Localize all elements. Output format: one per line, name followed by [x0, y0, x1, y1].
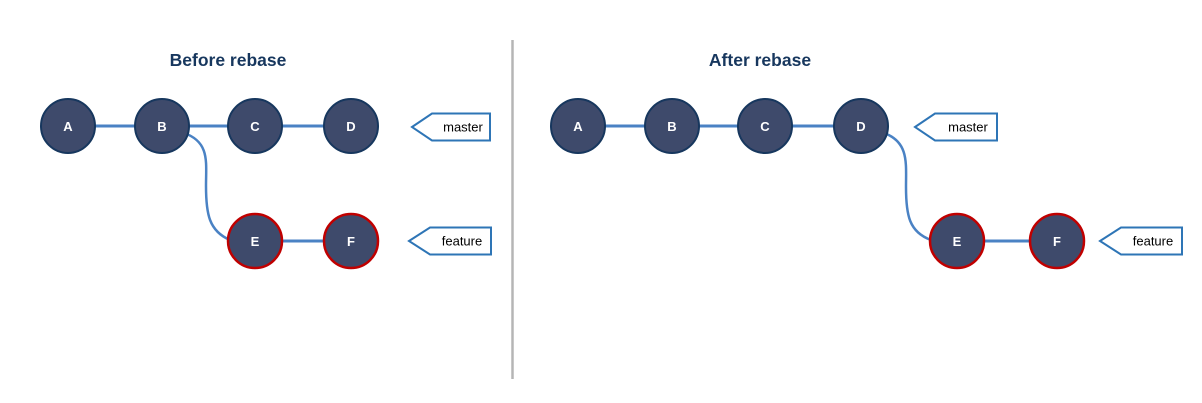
branch-curve-d-to-e: [882, 131, 933, 242]
commit-circle: [322, 212, 380, 270]
after-rebase-diagram: After rebase A B C D: [550, 50, 1183, 270]
branch-curve-b-to-e: [182, 131, 232, 242]
commit-label: B: [157, 119, 166, 134]
commit-node-d: D: [323, 98, 379, 154]
commit-circle: [134, 98, 190, 154]
tag-label: master: [443, 120, 483, 135]
commit-label: D: [346, 119, 355, 134]
commit-node-f: F: [1028, 212, 1086, 270]
commit-label: E: [251, 234, 260, 249]
commit-label: E: [953, 234, 962, 249]
commit-label: A: [573, 119, 583, 134]
commit-node-f: F: [322, 212, 380, 270]
feature-branch-tag: feature: [1098, 226, 1183, 256]
commit-label: D: [856, 119, 865, 134]
commit-circle: [226, 212, 284, 270]
commit-node-c: C: [227, 98, 283, 154]
commit-node-a: A: [550, 98, 606, 154]
commit-circle: [737, 98, 793, 154]
commit-node-c: C: [737, 98, 793, 154]
before-rebase-diagram: Before rebase A B C D: [40, 50, 492, 270]
tag-label: feature: [442, 234, 482, 249]
tag-label: master: [948, 120, 988, 135]
commit-circle: [323, 98, 379, 154]
commit-node-a: A: [40, 98, 96, 154]
commit-node-d: D: [833, 98, 889, 154]
commit-label: C: [250, 119, 260, 134]
tag-arrow-shape: [913, 112, 998, 142]
before-rebase-title: Before rebase: [170, 50, 287, 70]
commit-circle: [644, 98, 700, 154]
master-branch-tag: master: [410, 112, 491, 142]
tag-arrow-shape: [407, 226, 492, 256]
commit-label: B: [667, 119, 676, 134]
commit-circle: [550, 98, 606, 154]
commit-node-e: E: [226, 212, 284, 270]
commit-circle: [833, 98, 889, 154]
commit-circle: [40, 98, 96, 154]
tag-arrow-shape: [1098, 226, 1183, 256]
commit-label: C: [760, 119, 770, 134]
after-rebase-title: After rebase: [709, 50, 811, 70]
feature-branch-tag: feature: [407, 226, 492, 256]
tag-label: feature: [1133, 234, 1173, 249]
master-branch-tag: master: [913, 112, 998, 142]
commit-node-b: B: [644, 98, 700, 154]
commit-node-e: E: [928, 212, 986, 270]
tag-arrow-shape: [410, 112, 491, 142]
commit-label: A: [63, 119, 73, 134]
commit-label: F: [347, 234, 355, 249]
commit-node-b: B: [134, 98, 190, 154]
commit-label: F: [1053, 234, 1061, 249]
commit-circle: [928, 212, 986, 270]
commit-circle: [227, 98, 283, 154]
commit-circle: [1028, 212, 1086, 270]
